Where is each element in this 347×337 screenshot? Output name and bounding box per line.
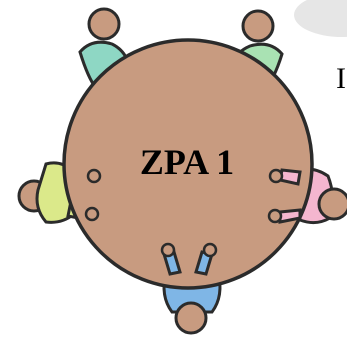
person-left-hand-upper [86,168,102,184]
background-blob [294,0,347,37]
hands-on-table [84,168,302,276]
person-right-hand-upper [268,168,284,184]
cropped-edge-text: I [336,62,346,95]
round-table [62,38,314,290]
person-bottom-head [174,301,208,335]
person-top-left-head [87,7,121,41]
table-label: ZPA 1 [139,142,235,182]
person-top-right-head [241,9,275,43]
person-bottom-arm-right [194,250,214,276]
person-bottom-hand-right [202,242,218,258]
person-right-head [317,187,347,221]
person-left-hand-lower [84,206,100,222]
person-right-hand-lower [267,208,283,224]
person-right-arm-lower [278,208,302,224]
person-bottom-hand-left [160,242,176,258]
